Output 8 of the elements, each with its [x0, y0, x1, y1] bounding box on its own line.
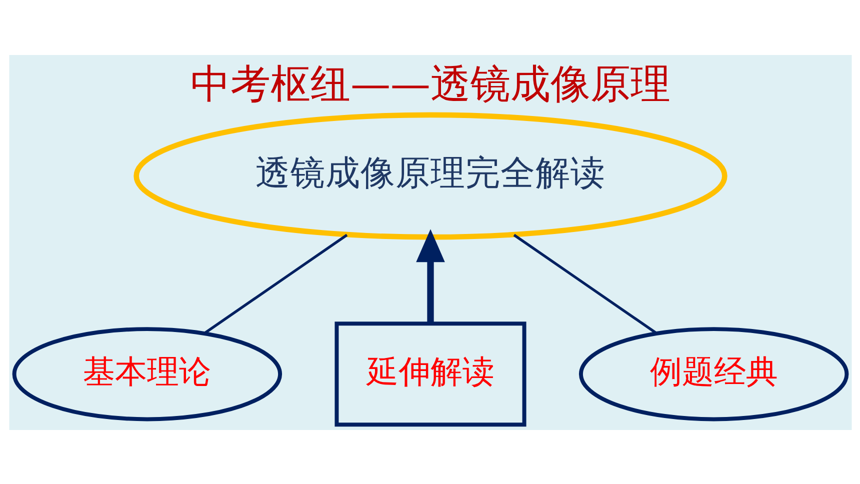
node-box: 延伸解读 — [334, 321, 526, 426]
arrow — [416, 228, 444, 323]
connector — [512, 233, 657, 334]
node-ellipse: 基本理论 — [12, 326, 282, 421]
node-ellipse: 例题经典 — [578, 326, 848, 421]
connector — [203, 233, 348, 334]
node-ellipse: 透镜成像原理完全解读 — [133, 112, 727, 240]
diagram-title: 中考枢纽——透镜成像原理 — [190, 61, 670, 108]
